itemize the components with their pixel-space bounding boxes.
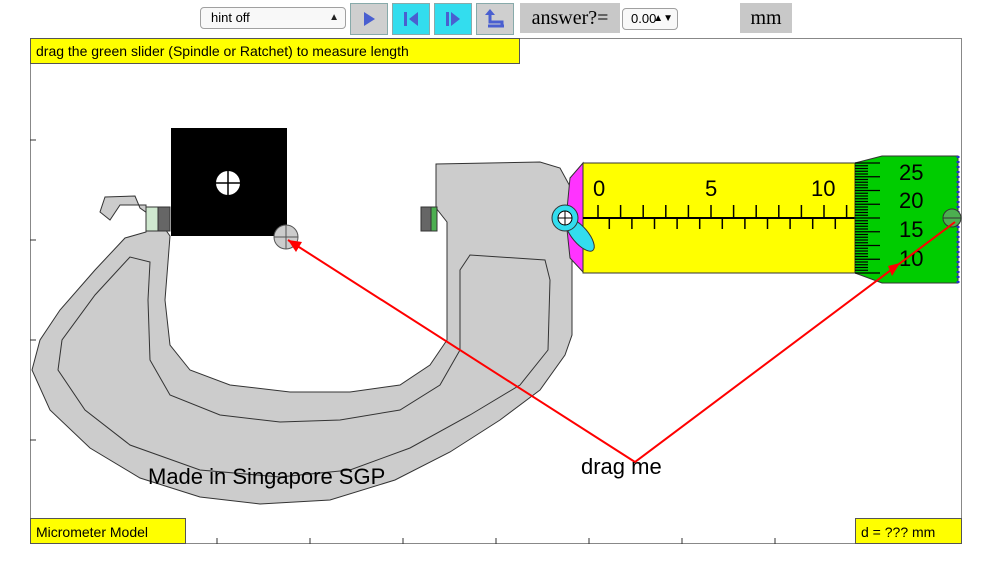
thimble-label-10: 10 [899,246,923,271]
arrowhead-icon [888,263,900,276]
play-button[interactable] [350,3,388,35]
select-arrows-icon: ▲ [329,12,339,23]
step-back-icon [404,12,418,26]
drag-me-text: drag me [581,454,662,479]
d-value-label: d = ??? mm [855,518,962,544]
thimble-label-15: 15 [899,217,923,242]
anvil-face [157,206,171,232]
step-back-button[interactable] [392,3,430,35]
toolbar: hint off ▲ answer?= 0.00 ▲▼ mm [0,0,1000,38]
spindle-end [430,206,438,232]
sleeve-label-0: 0 [593,176,605,201]
answer-input[interactable] [680,7,742,33]
micrometer-frame [31,161,573,505]
play-icon [364,12,375,26]
thimble-label-25: 25 [899,160,923,185]
instruction-label: drag the green slider (Spindle or Ratche… [30,38,520,64]
reset-icon [485,9,504,28]
sleeve-scale [583,205,859,229]
answer-select-value: 0.00 [631,11,657,26]
hint-select-value: hint off [211,10,250,25]
bottom-axis-ticks [216,538,776,544]
step-forward-icon [446,12,460,26]
model-label: Micrometer Model [30,518,186,544]
thimble-label-20: 20 [899,188,923,213]
answer-select[interactable]: 0.00 ▲▼ [622,8,678,30]
select-arrows-icon: ▲▼ [653,13,673,24]
sleeve-label-10: 10 [811,176,835,201]
drag-hint-lines [287,221,956,464]
left-axis-ticks [30,139,36,441]
sleeve-label-5: 5 [705,176,717,201]
thimble-scale [855,162,880,274]
reset-button[interactable] [476,3,514,35]
hint-select[interactable]: hint off ▲ [200,7,346,29]
anvil [145,206,159,232]
unit-label: mm [740,3,792,33]
frame-inner-outline [57,254,551,478]
frame-text: Made in Singapore SGP [148,464,385,489]
answer-label: answer?= [520,3,620,33]
arrowhead-icon [288,240,302,252]
step-forward-button[interactable] [434,3,472,35]
